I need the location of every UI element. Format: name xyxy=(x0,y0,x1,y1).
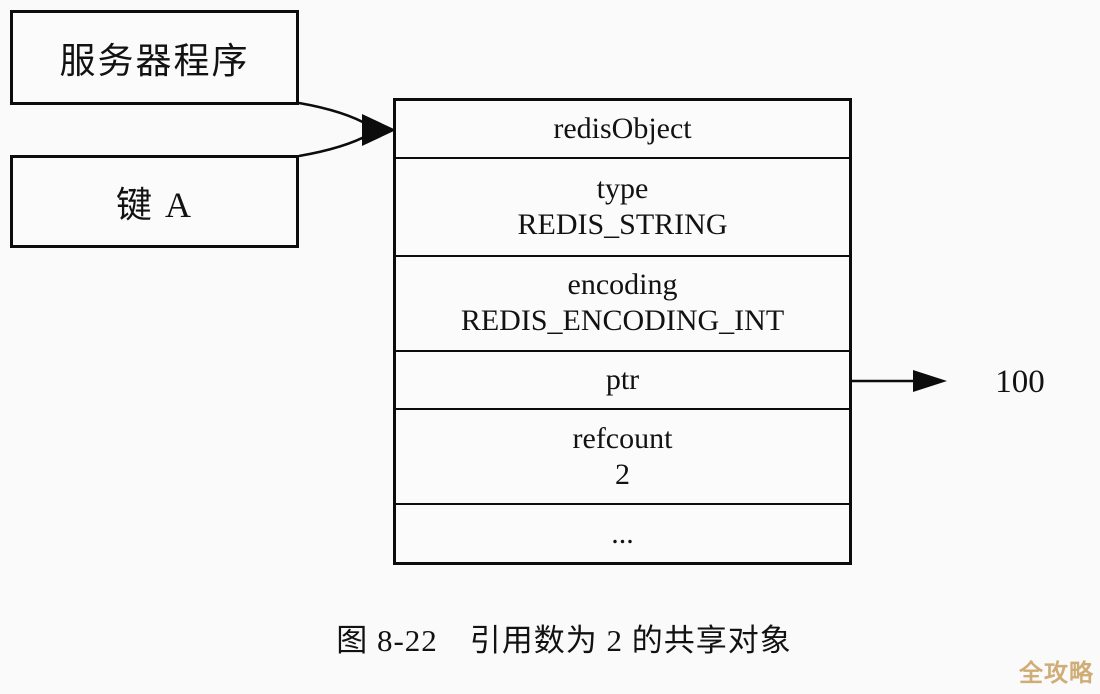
watermark-text: 全攻略 xyxy=(1019,660,1094,687)
row-label: redisObject xyxy=(553,112,692,145)
table-row-encoding: encoding REDIS_ENCODING_INT xyxy=(396,254,849,351)
table-row-refcount: refcount 2 xyxy=(396,408,849,503)
row-label: type xyxy=(596,171,649,205)
key-a-box: 键 A xyxy=(10,155,299,248)
row-value: 2 xyxy=(615,457,630,491)
connector-line-from-key xyxy=(298,132,371,158)
table-row-type: type REDIS_STRING xyxy=(396,157,849,255)
row-label: ptr xyxy=(605,363,640,397)
row-label: encoding xyxy=(567,268,678,302)
row-value: REDIS_STRING xyxy=(517,207,728,241)
pointer-target-value: 100 xyxy=(995,363,1045,400)
server-program-box: 服务器程序 xyxy=(10,10,299,105)
redis-object-table: redisObject type REDIS_STRING encoding R… xyxy=(393,98,852,565)
arrowhead-into-table-icon xyxy=(362,114,396,146)
table-row-ptr: ptr xyxy=(396,350,849,408)
connector-line-from-server xyxy=(298,101,371,128)
key-a-label: 键 A xyxy=(116,184,193,225)
row-label: ... xyxy=(611,516,634,550)
table-row-redisobject: redisObject xyxy=(396,101,849,157)
row-label: refcount xyxy=(572,421,673,455)
server-program-label: 服务器程序 xyxy=(59,40,250,81)
ptr-arrowhead-icon xyxy=(913,370,947,392)
table-row-ellipsis: ... xyxy=(396,503,849,562)
figure-caption: 图 8-22 引用数为 2 的共享对象 xyxy=(336,623,792,658)
row-value: REDIS_ENCODING_INT xyxy=(460,304,785,338)
